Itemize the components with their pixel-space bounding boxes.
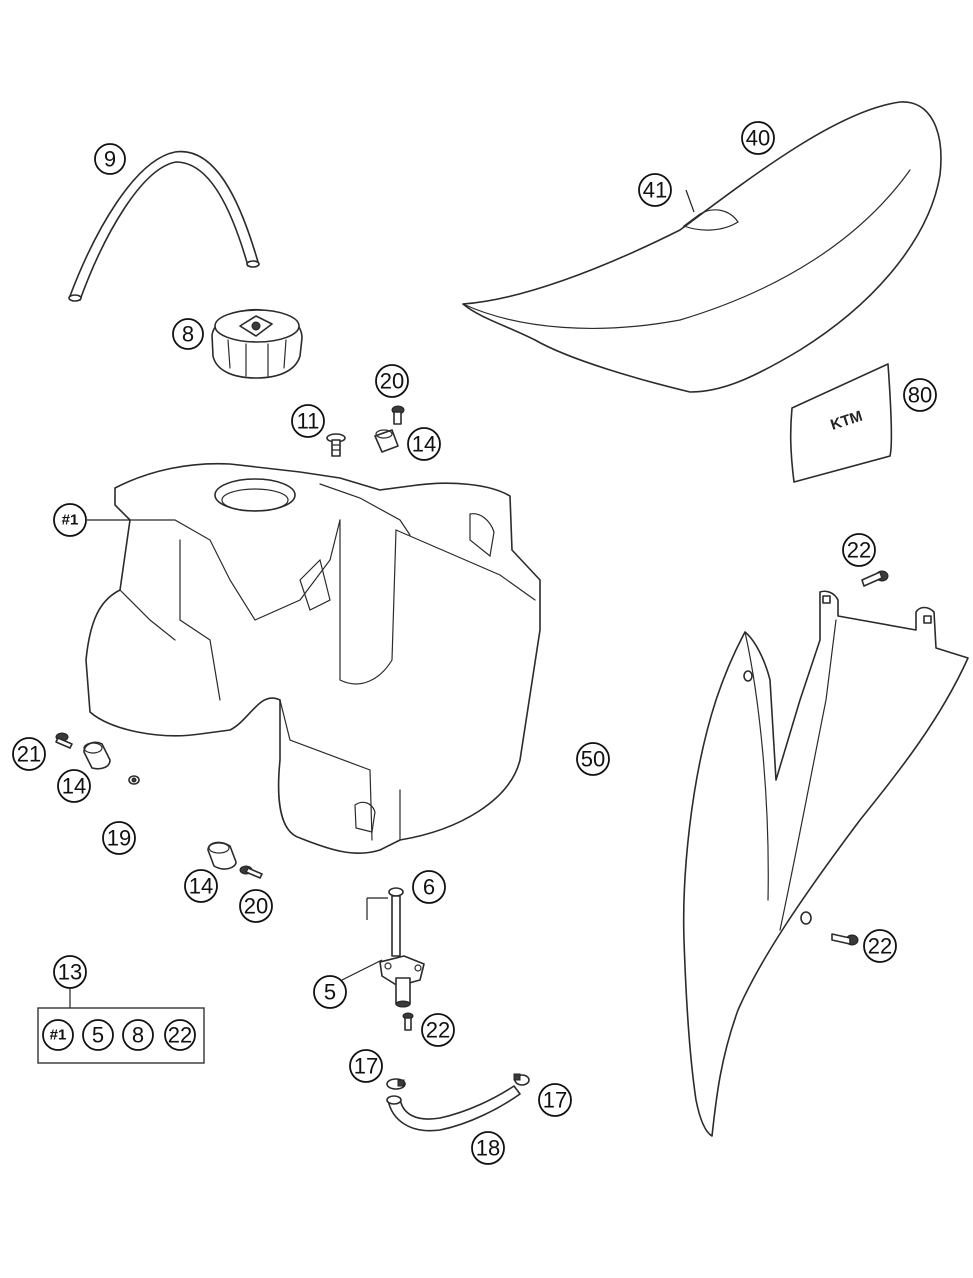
kit-item-3: 8 <box>122 1019 154 1051</box>
callout-17a: 17 <box>349 1049 383 1083</box>
screw-22a-part <box>402 1012 414 1031</box>
callout-18-text: 18 <box>476 1136 500 1161</box>
callout-9-text: 9 <box>104 147 116 172</box>
screw-20b-part <box>239 865 263 879</box>
oring-6-part <box>388 887 404 897</box>
seat <box>462 101 942 393</box>
screw-11-part <box>326 433 346 457</box>
callout-50-text: 50 <box>581 747 605 772</box>
screw-21-part <box>55 732 73 749</box>
callout-19: 19 <box>102 821 136 855</box>
callout-22b-text: 22 <box>847 538 871 563</box>
spacer-14a-part <box>374 429 399 453</box>
callout-40-text: 40 <box>746 126 770 151</box>
kit-item-2: 5 <box>82 1019 114 1051</box>
callout-13-text: 13 <box>58 960 82 985</box>
callout-17b-text: 17 <box>543 1088 567 1113</box>
callout-5-text: 5 <box>324 980 336 1005</box>
callout-14a-text: 14 <box>412 432 436 457</box>
kit-item-1: #1 <box>42 1019 74 1051</box>
spacer-14b-part <box>83 741 111 770</box>
callout-80: 80 <box>903 378 937 412</box>
callout-20b-text: 20 <box>244 894 268 919</box>
screw-22c-part <box>831 933 859 946</box>
callout-20b: 20 <box>239 889 273 923</box>
callout-9: 9 <box>94 143 126 175</box>
clamp-17b-part <box>513 1073 530 1086</box>
callout-22a-text: 22 <box>426 1018 450 1043</box>
callout-14b-text: 14 <box>62 774 86 799</box>
callout-80-text: 80 <box>908 383 932 408</box>
callout-20a: 20 <box>375 364 409 398</box>
callout-14b: 14 <box>57 769 91 803</box>
fuel-tank <box>85 462 541 855</box>
callout-21-text: 21 <box>17 742 41 767</box>
kit-item-4-text: 22 <box>168 1023 192 1048</box>
callout-tank: #1 <box>53 503 87 537</box>
callout-8: 8 <box>172 318 204 350</box>
callout-6: 6 <box>412 870 446 904</box>
spacer-14c-part <box>207 841 237 870</box>
callout-5: 5 <box>313 975 347 1009</box>
nut-19-part <box>128 775 140 785</box>
kit-item-4: 22 <box>164 1019 196 1051</box>
fuel-hose-18-part <box>386 1085 521 1132</box>
callout-11: 11 <box>291 404 325 438</box>
clamp-17a-part <box>386 1078 406 1090</box>
callout-11-text: 11 <box>297 409 320 434</box>
filler-cap <box>211 308 303 379</box>
callout-21: 21 <box>12 737 46 771</box>
callout-41: 41 <box>638 173 672 207</box>
kit-item-2-text: 5 <box>92 1023 104 1048</box>
callout-17b: 17 <box>538 1083 572 1117</box>
callout-14c-text: 14 <box>189 874 213 899</box>
callout-22c: 22 <box>863 929 897 963</box>
callout-22b: 22 <box>842 533 876 567</box>
screw-22b-part <box>861 570 889 587</box>
ktm-decal: KTM <box>789 363 893 483</box>
breather-hose <box>68 150 260 302</box>
callout-14a: 14 <box>407 427 441 461</box>
callout-19-text: 19 <box>107 826 131 851</box>
kit-item-1-text: #1 <box>50 1027 67 1044</box>
tank-spoiler <box>682 590 969 1137</box>
callout-18: 18 <box>471 1131 505 1165</box>
callout-41-text: 41 <box>643 178 667 203</box>
callout-tank-text: #1 <box>62 512 79 529</box>
kit-item-3-text: 8 <box>132 1023 144 1048</box>
fuel-tap-5-part <box>379 895 425 1008</box>
callout-50: 50 <box>576 742 610 776</box>
callout-14c: 14 <box>184 869 218 903</box>
callout-17a-text: 17 <box>354 1054 378 1079</box>
leader-lines <box>69 189 695 1008</box>
callout-8-text: 8 <box>182 322 194 347</box>
callout-6-text: 6 <box>423 875 435 900</box>
screw-20a-part <box>391 405 405 425</box>
callout-22a: 22 <box>421 1013 455 1047</box>
callout-13: 13 <box>53 955 87 989</box>
callout-20a-text: 20 <box>380 369 404 394</box>
callout-22c-text: 22 <box>868 934 892 959</box>
callout-40: 40 <box>741 121 775 155</box>
